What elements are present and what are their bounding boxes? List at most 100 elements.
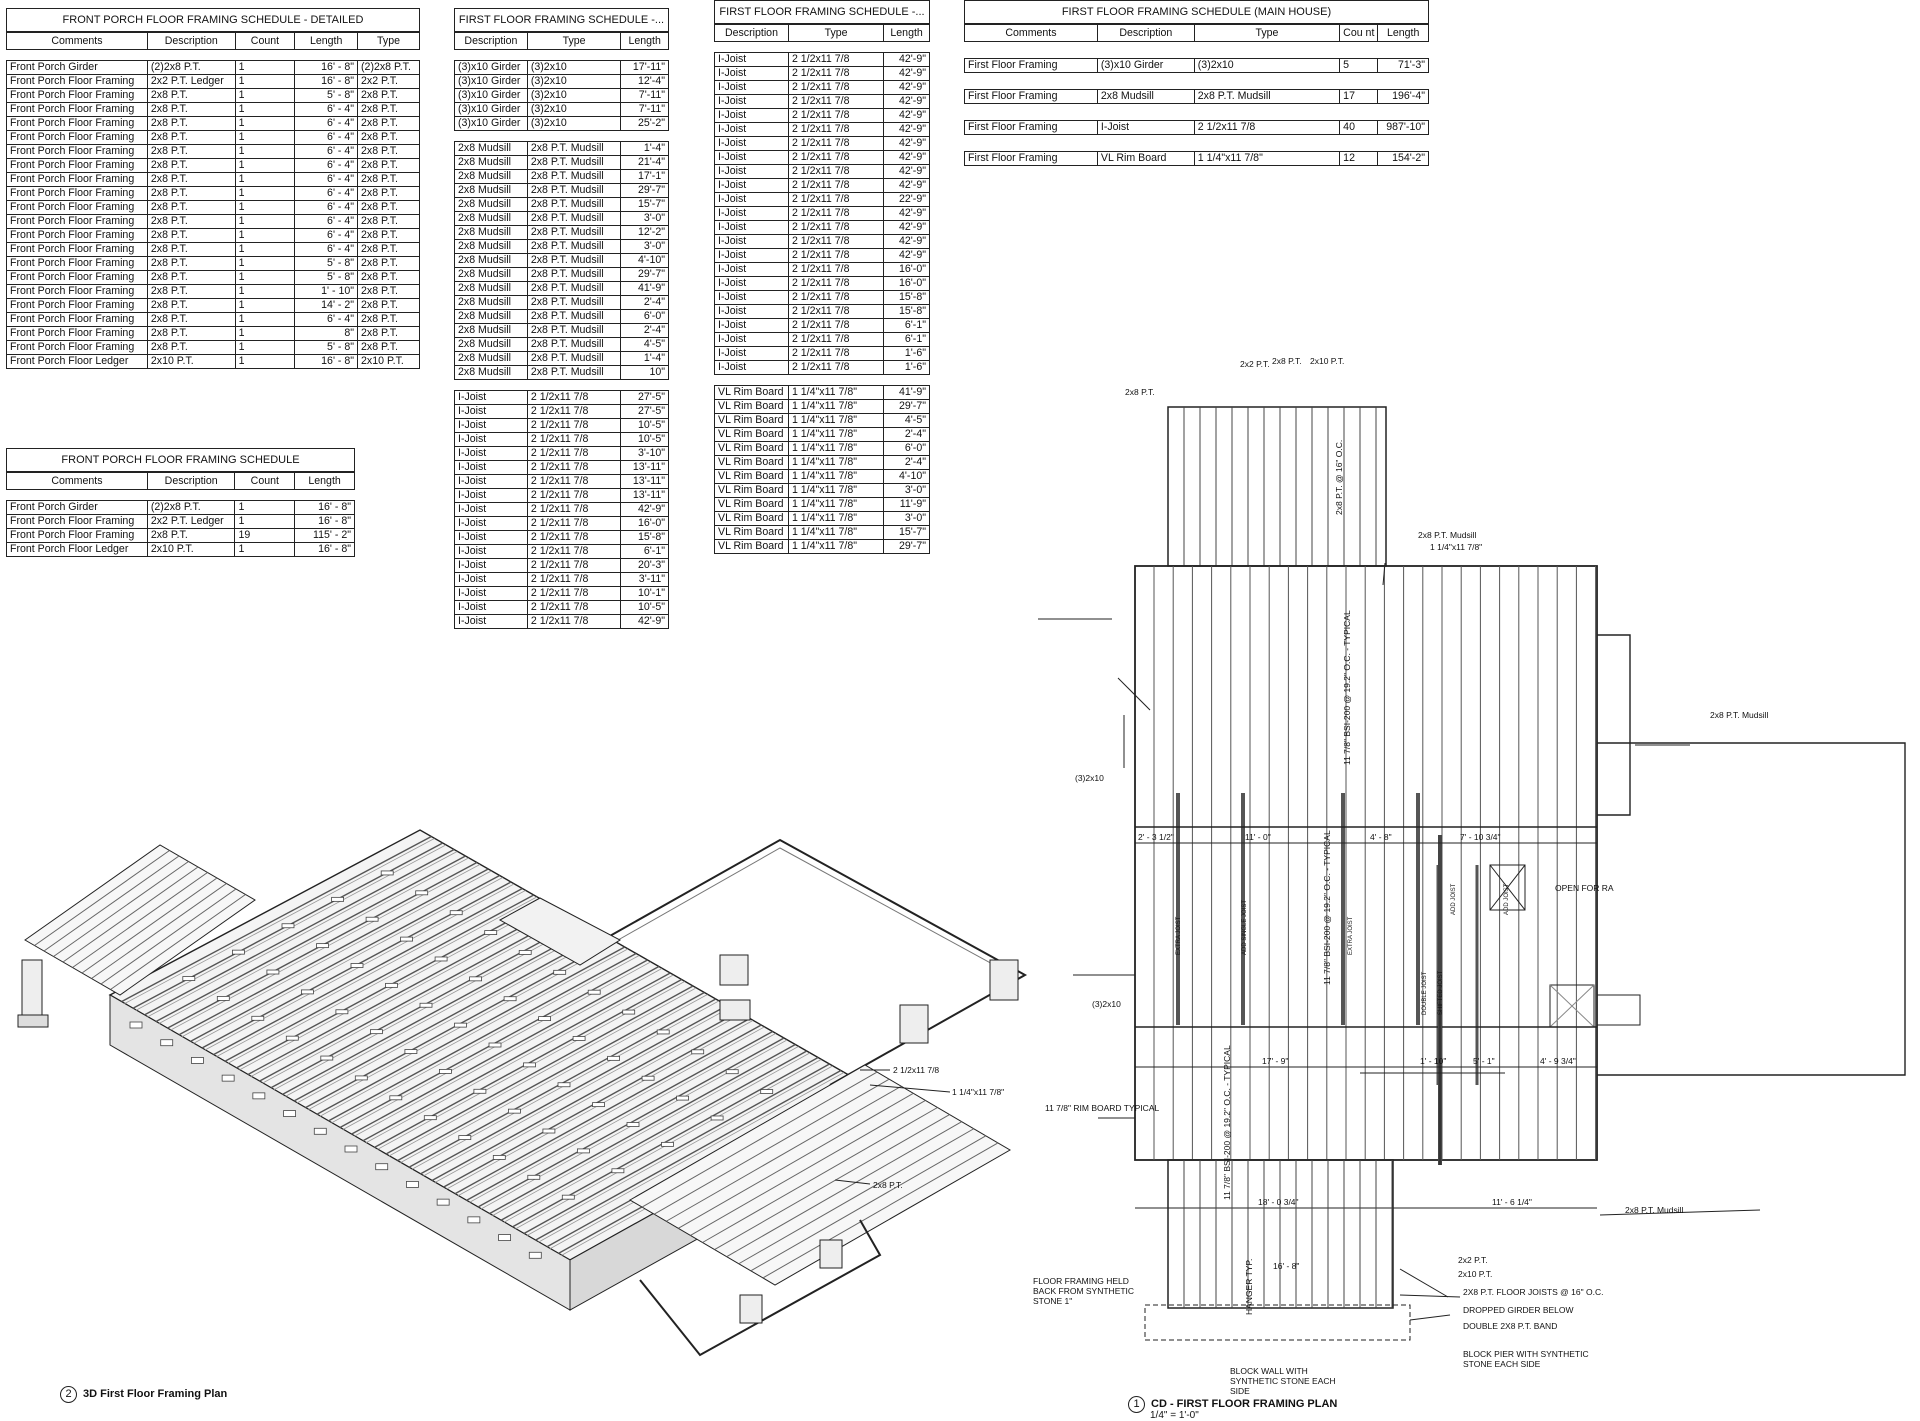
schedule-cell: 15'-7": [883, 525, 930, 540]
schedule-cell: 2x8 P.T.: [146, 326, 236, 341]
schedule-cell: 13'-11": [620, 474, 669, 489]
iso-block: [542, 1128, 556, 1134]
garage-pier: [989, 959, 1019, 1001]
schedule-cell: I-Joist: [714, 318, 789, 333]
schedule-cell: Front Porch Floor Framing: [6, 74, 148, 89]
iso-block: [572, 1036, 586, 1041]
schedule-cell: 2x10 P.T.: [357, 354, 420, 369]
schedule-cell: 1: [234, 88, 296, 103]
schedule-cell: I-Joist: [714, 80, 789, 95]
plan-label: 2x8 P.T. Mudsill: [1625, 1205, 1684, 1215]
schedule-cell: 42'-9": [883, 94, 930, 109]
schedule-cell: 1: [234, 340, 296, 355]
schedule-cell: 2x8 P.T. Mudsill: [526, 141, 622, 156]
schedule-cell: 2x8 P.T.: [357, 228, 420, 243]
schedule-cell: 1' - 10": [294, 284, 359, 299]
iso-joist: [190, 874, 500, 1042]
schedule-cell: I-Joist: [714, 150, 789, 165]
iso-block: [285, 1035, 299, 1041]
schedule-cell: I-Joist: [714, 220, 789, 235]
schedule-cell: 15'-8": [620, 530, 669, 545]
schedule-cell: 3'-0": [620, 239, 669, 254]
schedule-cell: 71'-3": [1377, 58, 1429, 73]
schedule-cell: 2x8 Mudsill: [454, 267, 528, 282]
iso-vent: [283, 1110, 296, 1117]
plan-note-held: FLOOR FRAMING HELD BACK FROM SYNTHETIC S…: [1033, 1276, 1135, 1306]
schedule-cell: 15'-8": [883, 304, 930, 319]
schedule-cell: (2)2x8 P.T.: [146, 60, 236, 75]
plan-label: ADD JOIST: [1451, 883, 1457, 915]
schedule-cell: 5: [1339, 58, 1379, 73]
plan-label: 11 7/8" BSI-200 @ 19.2" O.C. - TYPICAL: [1322, 830, 1332, 985]
plan-label: OPEN FOR RA: [1555, 883, 1614, 893]
schedule-cell: 1: [234, 200, 296, 215]
schedule-cell: 2x8 P.T. Mudsill: [526, 197, 622, 212]
schedule-cell: 2x8 P.T.: [146, 88, 236, 103]
schedule-cell: Front Porch Floor Framing: [6, 528, 148, 543]
schedule-cell: Front Porch Floor Framing: [6, 88, 148, 103]
schedule-cell: 2x8 P.T.: [357, 158, 420, 173]
schedule-cell: 42'-9": [883, 66, 930, 81]
iso-joist-edge: [538, 1072, 845, 1243]
schedule-cell: 2x8 P.T.: [146, 298, 236, 313]
plan-label: 2x10 P.T.: [1458, 1269, 1492, 1279]
iso-joist: [328, 952, 637, 1122]
schedule-cell: 2x8 P.T.: [146, 172, 236, 187]
plan-label: ADD JOIST: [1504, 883, 1510, 915]
plan-top-porch: [1167, 406, 1387, 567]
schedule-cell: 2x8 P.T.: [357, 284, 420, 299]
iso-block: [691, 1049, 705, 1055]
schedule-cell: 5' - 8": [294, 270, 359, 285]
iso-joist: [247, 907, 557, 1076]
plan-label: (3)2x10: [1092, 999, 1121, 1009]
schedule-cell: Description: [146, 32, 236, 50]
iso-block: [423, 1115, 437, 1121]
schedule-cell: (3)2x10: [526, 74, 622, 89]
left-porch-pier-base: [17, 1014, 49, 1028]
iso-block: [561, 1194, 575, 1200]
plan-open-ra: [1489, 864, 1526, 911]
plan-label: EXTRA JOIST: [1176, 916, 1182, 955]
schedule-cell: 2x2 P.T. Ledger: [146, 514, 236, 529]
schedule-cell: 2 1/2x11 7/8: [787, 234, 885, 249]
plan-dim: 4' - 8": [1370, 832, 1392, 842]
stair-block: [498, 897, 622, 966]
schedule-cell: 27'-5": [620, 390, 669, 405]
iso-block: [557, 1082, 571, 1088]
schedule-cell: Front Porch Floor Framing: [6, 158, 148, 173]
iso-label-joist: 2 1/2x11 7/8: [893, 1065, 939, 1075]
schedule-cell: 16' - 8": [294, 60, 359, 75]
schedule-cell: 2x8 P.T.: [357, 214, 420, 229]
schedule-cell: 2x8 P.T.: [357, 102, 420, 117]
iso-block: [626, 1122, 640, 1127]
schedule-cell: 6'-0": [620, 309, 669, 324]
schedule-cell: 2x8 Mudsill: [454, 239, 528, 254]
schedule-cell: 2 1/2x11 7/8: [526, 460, 622, 475]
iso-block: [415, 890, 429, 896]
iso-joist-edge: [262, 916, 572, 1084]
iso-joist: [431, 1011, 739, 1182]
